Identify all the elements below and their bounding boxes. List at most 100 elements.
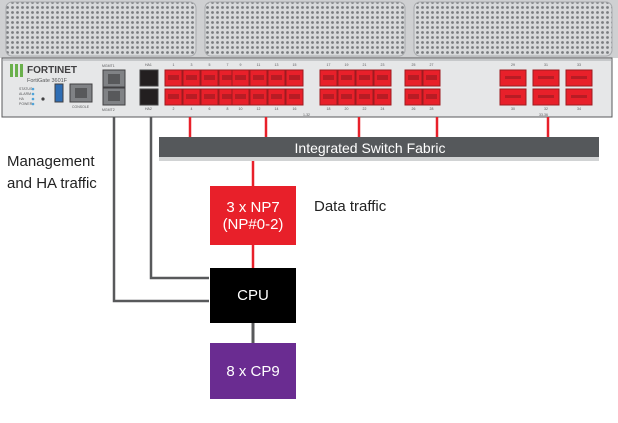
data-port-slot: [204, 94, 215, 99]
ha-led-label: HA: [19, 97, 25, 101]
port-number: 6: [209, 107, 211, 111]
port-number: 32: [544, 107, 548, 111]
port-number: 28: [430, 107, 434, 111]
qsfp-port-slot: [538, 76, 554, 79]
qsfp-port-slot: [538, 95, 554, 98]
ha-top-number: HA1: [145, 63, 152, 67]
group-label-left: 1-32: [303, 113, 310, 117]
data-port-slot: [289, 94, 300, 99]
data-port-slot: [204, 75, 215, 80]
mgmt-ha-line: [112, 117, 209, 303]
data-port-slot: [253, 75, 264, 80]
port-number: 3: [191, 63, 193, 67]
data-port-slot: [289, 75, 300, 80]
model-label: FortiGate 3601F: [27, 78, 68, 84]
data-port-slot: [426, 75, 437, 80]
port-number: 18: [327, 107, 331, 111]
port-number: 11: [257, 63, 261, 67]
data-port-slot: [377, 75, 388, 80]
port-number: 21: [363, 63, 367, 67]
cpu-label: CPU: [237, 287, 269, 304]
port-number: 31: [544, 63, 548, 67]
front-panel: FORTINET FortiGate 3601F STATUS ALARM HA…: [1, 57, 613, 118]
data-port-slot: [323, 94, 334, 99]
data-port-slot: [359, 75, 370, 80]
qsfp-port-slot: [571, 95, 587, 98]
ha-line: [149, 117, 209, 280]
mgmt1-label: MGMT1: [102, 64, 115, 68]
port-number: 10: [239, 107, 243, 111]
data-traffic-label: Data traffic: [314, 198, 387, 215]
port-number: 1: [173, 63, 175, 67]
data-port-slot: [341, 75, 352, 80]
port-number: 23: [381, 63, 385, 67]
port-number: 26: [412, 107, 416, 111]
port-number: 34: [577, 107, 581, 111]
mgmt-traffic-line1: Management: [7, 153, 95, 170]
np7-box: 3 x NP7 (NP#0-2): [210, 186, 296, 245]
data-port-slot: [377, 94, 388, 99]
qsfp-port-slot: [505, 76, 521, 79]
usb-port: [54, 83, 64, 103]
group-label-right: 33-36: [539, 113, 548, 117]
port-number: 33: [577, 63, 581, 67]
port-number: 15: [293, 63, 297, 67]
port-number: 30: [511, 107, 515, 111]
port-number: 9: [240, 63, 242, 67]
vent-right: [413, 1, 613, 57]
port-number: 27: [430, 63, 434, 67]
data-port-slot: [222, 75, 233, 80]
data-port-slot: [359, 94, 370, 99]
port-number: 2: [173, 107, 175, 111]
port-number: 4: [191, 107, 193, 111]
power-led-label: POWER: [19, 102, 33, 106]
data-port-group: 1234567891011121314151617181920212223242…: [164, 63, 593, 111]
status-led-label: STATUS: [19, 87, 33, 91]
cp9-box: 8 x CP9: [210, 343, 296, 399]
data-port-slot: [168, 94, 179, 99]
ha-bottom-number: HA2: [145, 107, 152, 111]
port-number: 22: [363, 107, 367, 111]
qsfp-port-slot: [505, 95, 521, 98]
np7-sublabel: (NP#0-2): [222, 215, 284, 233]
data-port-slot: [235, 94, 246, 99]
data-port-slot: [186, 75, 197, 80]
data-port-slot: [168, 75, 179, 80]
mgmt-traffic-label: Management and HA traffic: [7, 151, 97, 195]
port-number: 12: [257, 107, 261, 111]
fortinet-logo: [10, 64, 23, 77]
brand-label: FORTINET: [27, 65, 77, 76]
data-port-slot: [253, 94, 264, 99]
data-port-slot: [408, 94, 419, 99]
port-number: 14: [275, 107, 279, 111]
port-number: 20: [345, 107, 349, 111]
data-port-slot: [186, 94, 197, 99]
ha-port-bottom: [139, 88, 159, 106]
mgmt2-label: MGMT2: [102, 108, 115, 112]
port-number: 8: [227, 107, 229, 111]
status-leds: STATUS ALARM HA POWER: [19, 87, 45, 106]
port-number: 5: [209, 63, 211, 67]
vent-center: [204, 1, 406, 57]
connection-lines: [112, 117, 550, 343]
ha-port-top: [139, 69, 159, 87]
data-port-slot: [271, 94, 282, 99]
switch-fabric: [159, 137, 599, 161]
alarm-led-label: ALARM: [19, 92, 31, 96]
switch-fabric-label: Integrated Switch Fabric: [295, 140, 446, 156]
data-port-slot: [426, 94, 437, 99]
np7-label: 3 x NP7: [226, 198, 280, 216]
chassis-top: [0, 0, 618, 58]
data-port-slot: [408, 75, 419, 80]
cp9-label: 8 x CP9: [226, 362, 280, 380]
data-port-slot: [271, 75, 282, 80]
mgmt-traffic-line2: and HA traffic: [7, 175, 97, 192]
port-number: 29: [511, 63, 515, 67]
port-number: 24: [381, 107, 385, 111]
cpu-box: CPU: [210, 268, 296, 323]
port-number: 13: [275, 63, 279, 67]
port-number: 7: [227, 63, 229, 67]
console-label: CONSOLE: [72, 105, 90, 109]
data-port-slot: [323, 75, 334, 80]
